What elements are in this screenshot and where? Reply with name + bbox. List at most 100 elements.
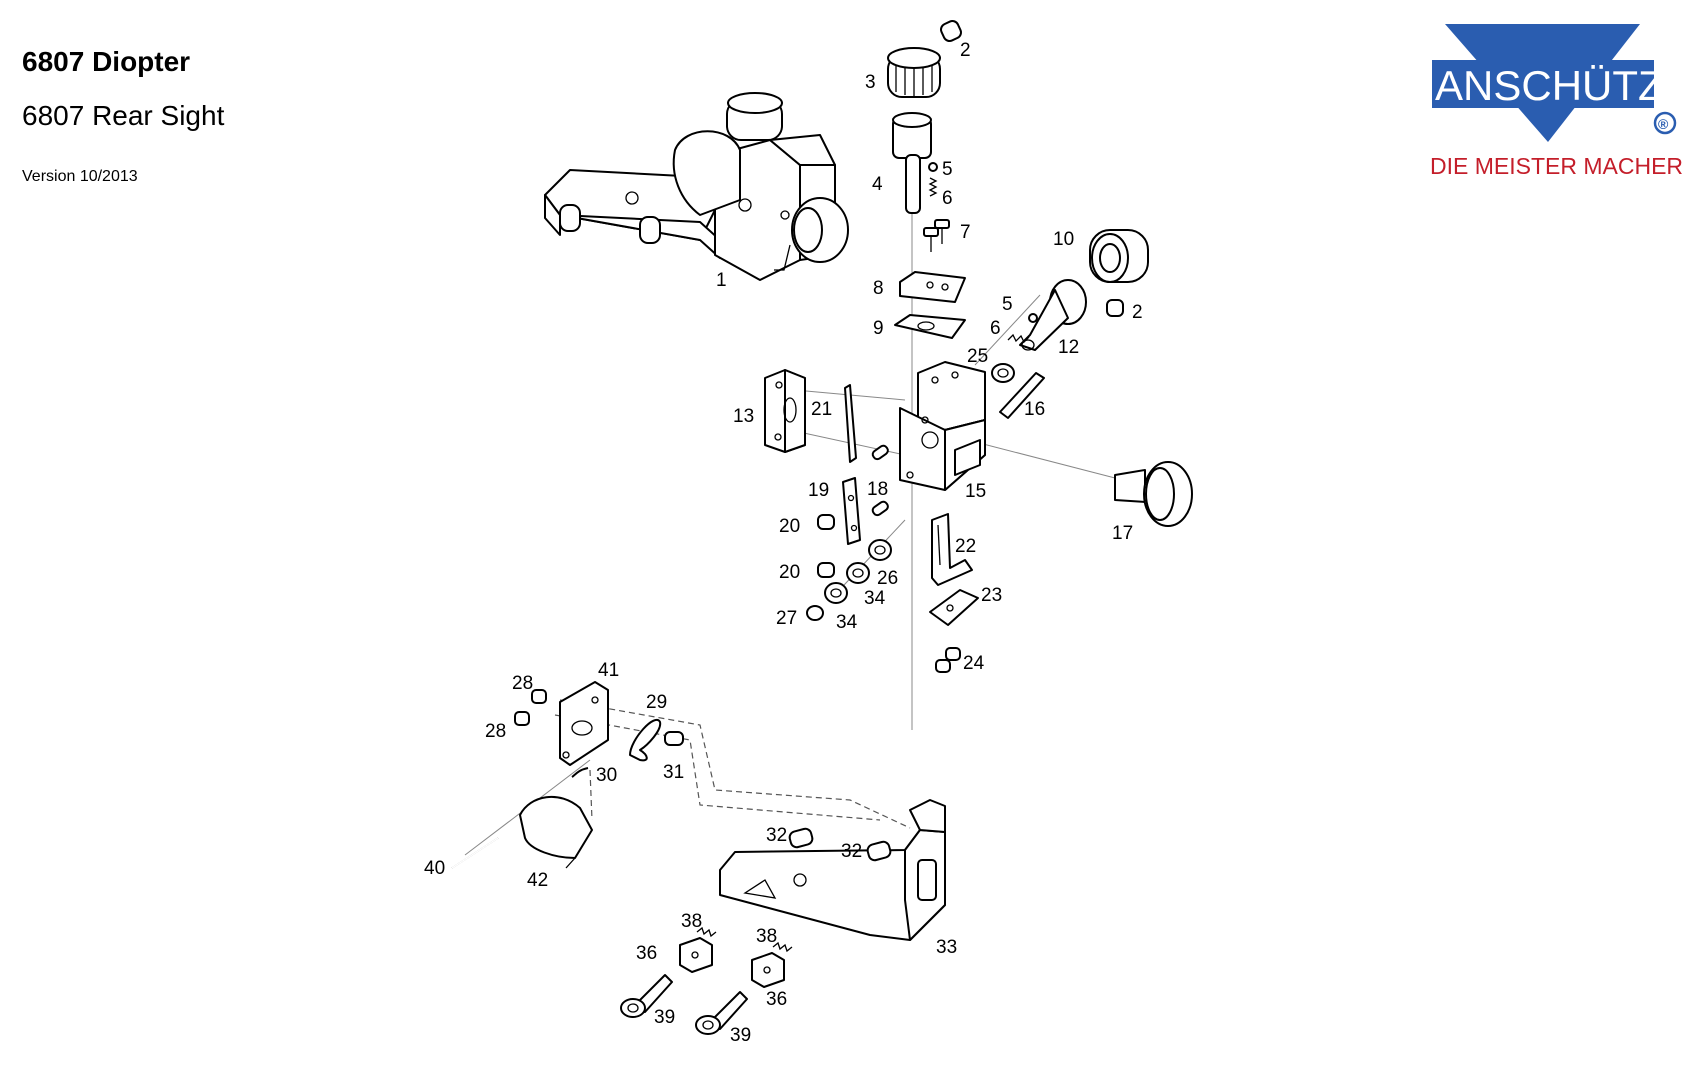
label-part-28a: 28 — [512, 673, 533, 694]
part-7-screws — [923, 219, 950, 252]
label-part-15: 15 — [965, 481, 986, 502]
part-36-nuts — [679, 937, 785, 988]
logo-brand: ANSCHÜTZ — [1435, 62, 1664, 109]
label-part-39b: 39 — [730, 1025, 751, 1046]
part-25-washer — [991, 363, 1015, 383]
label-part-6a: 6 — [942, 188, 953, 209]
label-part-1: 1 — [716, 270, 727, 291]
part-21-spring-wire — [844, 384, 857, 463]
label-part-32b: 32 — [841, 841, 862, 862]
part-38-springs — [696, 926, 793, 953]
label-part-24: 24 — [963, 653, 985, 674]
label-part-20a: 20 — [779, 516, 800, 537]
label-part-34b: 34 — [836, 612, 858, 633]
label-part-39a: 39 — [654, 1007, 675, 1028]
label-part-36b: 36 — [766, 989, 787, 1010]
part-24-screws — [935, 647, 961, 673]
version-text: Version 10/2013 — [22, 168, 138, 185]
label-part-42: 42 — [527, 870, 548, 891]
label-part-4: 4 — [872, 174, 883, 195]
label-part-10: 10 — [1053, 229, 1074, 250]
part-17-knob — [1114, 461, 1193, 527]
part-12-windage-spindle — [1019, 279, 1087, 351]
part-34-washers — [824, 562, 870, 604]
label-part-38b: 38 — [756, 926, 777, 947]
label-part-38a: 38 — [681, 911, 702, 932]
label-part-7: 7 — [960, 222, 971, 243]
label-part-40: 40 — [424, 858, 445, 879]
label-part-8: 8 — [873, 278, 884, 299]
logo-band — [1432, 60, 1654, 108]
part-32-pins — [788, 827, 892, 862]
part-20-screws — [817, 514, 835, 578]
part-2-set-screw-top — [940, 20, 962, 42]
logo-registered-mark — [1653, 111, 1677, 135]
label-part-31: 31 — [663, 762, 684, 783]
callout-labels: 1 2 3 4 5 6 7 8 9 10 2 5 6 12 25 13 21 1… — [424, 40, 1143, 1046]
part-3-elevation-knob — [887, 47, 941, 98]
part-5-ball-top — [928, 162, 938, 172]
label-part-12: 12 — [1058, 337, 1079, 358]
label-part-17: 17 — [1112, 523, 1133, 544]
label-part-5a: 5 — [942, 159, 953, 180]
part-6-spring-side — [1007, 333, 1030, 344]
part-27-clip — [806, 605, 824, 621]
part-22-bracket — [931, 513, 973, 586]
logo-registered: ® — [1658, 116, 1669, 132]
label-part-18: 18 — [867, 479, 888, 500]
label-part-29: 29 — [646, 692, 667, 713]
label-part-32a: 32 — [766, 825, 787, 846]
part-41-clamp-plate — [559, 681, 609, 766]
part-28-screws — [514, 689, 547, 726]
part-8-plate — [899, 271, 966, 303]
part-40-pin — [451, 837, 499, 869]
label-part-3: 3 — [865, 72, 876, 93]
label-part-19: 19 — [808, 480, 829, 501]
part-39-bolts — [620, 974, 748, 1035]
part-9-gasket — [894, 314, 966, 339]
part-13-block — [764, 369, 806, 453]
anschutz-logo: ANSCHÜTZ ® DIE MEISTER MACHER — [1430, 24, 1683, 179]
part-26-washer — [868, 539, 892, 561]
part-2-set-screw-side — [1106, 299, 1124, 317]
part-10-windage-knob — [1089, 229, 1149, 283]
label-part-27: 27 — [776, 608, 797, 629]
label-part-34a: 34 — [864, 588, 886, 609]
part-31-pin — [664, 731, 684, 746]
label-part-36a: 36 — [636, 943, 657, 964]
part-5-ball-side — [1028, 313, 1038, 323]
label-part-2b: 2 — [1132, 302, 1143, 323]
part-18-pins — [871, 444, 889, 517]
part-1-rear-sight-assembly — [544, 92, 849, 281]
label-part-20b: 20 — [779, 562, 800, 583]
part-19-spring-plate — [842, 477, 861, 545]
part-29-lever — [629, 718, 662, 762]
label-part-33: 33 — [936, 937, 957, 958]
label-part-2a: 2 — [960, 40, 971, 61]
label-part-23: 23 — [981, 585, 1002, 606]
part-30-spring — [571, 767, 589, 778]
part-6-spring-top — [928, 177, 938, 197]
logo-tagline: DIE MEISTER MACHER — [1430, 153, 1683, 179]
label-part-16: 16 — [1024, 399, 1045, 420]
label-part-21: 21 — [811, 399, 832, 420]
assembly-guides — [464, 200, 1116, 881]
label-part-5b: 5 — [1002, 294, 1013, 315]
label-part-30: 30 — [596, 765, 617, 786]
page-subtitle: 6807 Rear Sight — [22, 100, 225, 131]
part-23-plate — [929, 589, 979, 626]
page-title: 6807 Diopter — [22, 46, 191, 77]
label-part-22: 22 — [955, 536, 976, 557]
part-16-pin — [999, 372, 1045, 419]
label-part-25: 25 — [967, 346, 988, 367]
label-part-26: 26 — [877, 568, 898, 589]
part-4-elevation-spindle — [892, 112, 932, 214]
label-part-28b: 28 — [485, 721, 506, 742]
part-15-housing — [899, 361, 986, 491]
part-33-base — [719, 799, 946, 941]
part-42-cover — [519, 795, 593, 869]
label-part-41: 41 — [598, 660, 619, 681]
label-part-6b: 6 — [990, 318, 1001, 339]
label-part-9: 9 — [873, 318, 884, 339]
